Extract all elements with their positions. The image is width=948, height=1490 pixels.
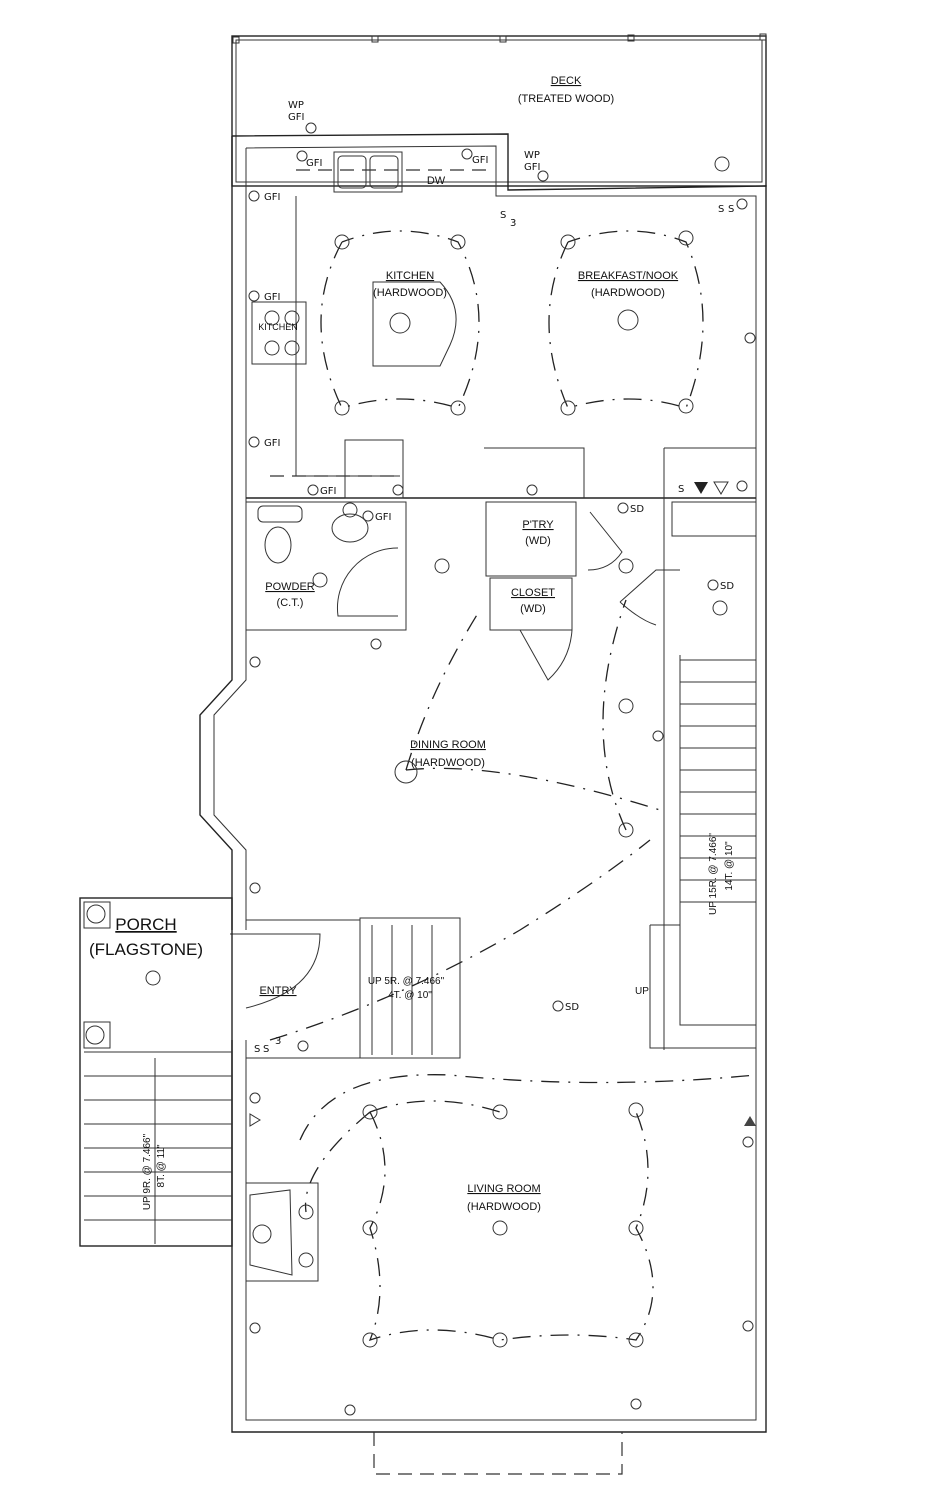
smoke-detectors [552, 502, 719, 1012]
porch-label: PORCH [115, 915, 176, 934]
sd-label: SD [720, 581, 734, 592]
gfi-label: GFI [264, 192, 280, 203]
gfi-label: GFI [306, 158, 322, 169]
room-labels: DECK (TREATED WOOD) KITCHEN (HARDWOOD) B… [89, 75, 735, 1213]
switch-label: S [263, 1044, 269, 1055]
living-room-label: LIVING ROOM [467, 1183, 540, 1195]
entry-label: ENTRY [259, 985, 297, 997]
closet-floor: (WD) [520, 603, 546, 615]
powder-floor: (C.T.) [277, 597, 304, 609]
entry-stair-label-1: UP 5R. @ 7.466" [368, 976, 445, 987]
breakfast-nook-label: BREAKFAST/NOOK [578, 270, 679, 282]
gfi-label: GFI [264, 438, 280, 449]
closet-label: CLOSET [511, 587, 555, 599]
main-stair-label-1: UP 15R. @ 7.466" [708, 833, 719, 915]
entry-stair-label-2: 4T. @ 10" [388, 990, 432, 1001]
three-way-label: 3 [275, 1036, 281, 1047]
gfi-label: GFI [264, 292, 280, 303]
porch-stair-label-1: UP 9R. @ 7.466" [142, 1133, 153, 1210]
switch-label: S [718, 204, 724, 215]
outlets [248, 122, 756, 1416]
deck [231, 33, 767, 187]
gfi-label: GFI [320, 486, 336, 497]
main-stair-label-2: 14T. @ 10" [724, 841, 735, 891]
landing-up-label: UP [635, 986, 649, 997]
kitchen-floor: (HARDWOOD) [373, 287, 447, 299]
porch-floor: (FLAGSTONE) [89, 940, 203, 959]
wp-label: WP [524, 150, 540, 161]
switch-label: S [254, 1044, 260, 1055]
main-stair-treads [680, 659, 756, 903]
gfi-label: GFI [524, 162, 540, 173]
powder-label: POWDER [265, 581, 315, 593]
sd-label: SD [565, 1002, 579, 1013]
gfi-label: GFI [472, 155, 488, 166]
dining-room-floor: (HARDWOOD) [411, 757, 485, 769]
dining-room-label: DINING ROOM [410, 739, 486, 751]
triangles [249, 481, 756, 1127]
switch-label: S [678, 484, 684, 495]
switch-label: S [728, 204, 734, 215]
wp-label: WP [288, 100, 304, 111]
gfi-label: GFI [375, 512, 391, 523]
pantry-floor: (WD) [525, 535, 551, 547]
deck-label: DECK [551, 75, 582, 87]
pantry-label: P'TRY [522, 519, 554, 531]
house-walls [79, 133, 767, 1475]
porch-stair-label-2: 8T. @ 11" [156, 1144, 167, 1187]
kitchen-label: KITCHEN [386, 270, 434, 282]
symbol-labels: WP GFI GFI GFI WP GFI GFI GFI GFI GFI GF… [254, 100, 734, 1055]
ceiling-lights [145, 156, 730, 1348]
three-way-label: 3 [510, 218, 516, 229]
living-room-floor: (HARDWOOD) [467, 1201, 541, 1213]
lighting-circuits [269, 230, 757, 1342]
range-label: KITCHEN [258, 322, 298, 332]
switch-label: S [500, 210, 506, 221]
porch-stair-treads [84, 1051, 232, 1244]
breakfast-nook-floor: (HARDWOOD) [591, 287, 665, 299]
sd-label: SD [630, 504, 644, 515]
deck-floor: (TREATED WOOD) [518, 93, 614, 105]
gfi-label: GFI [288, 112, 304, 123]
dishwasher-label: DW [427, 175, 446, 187]
